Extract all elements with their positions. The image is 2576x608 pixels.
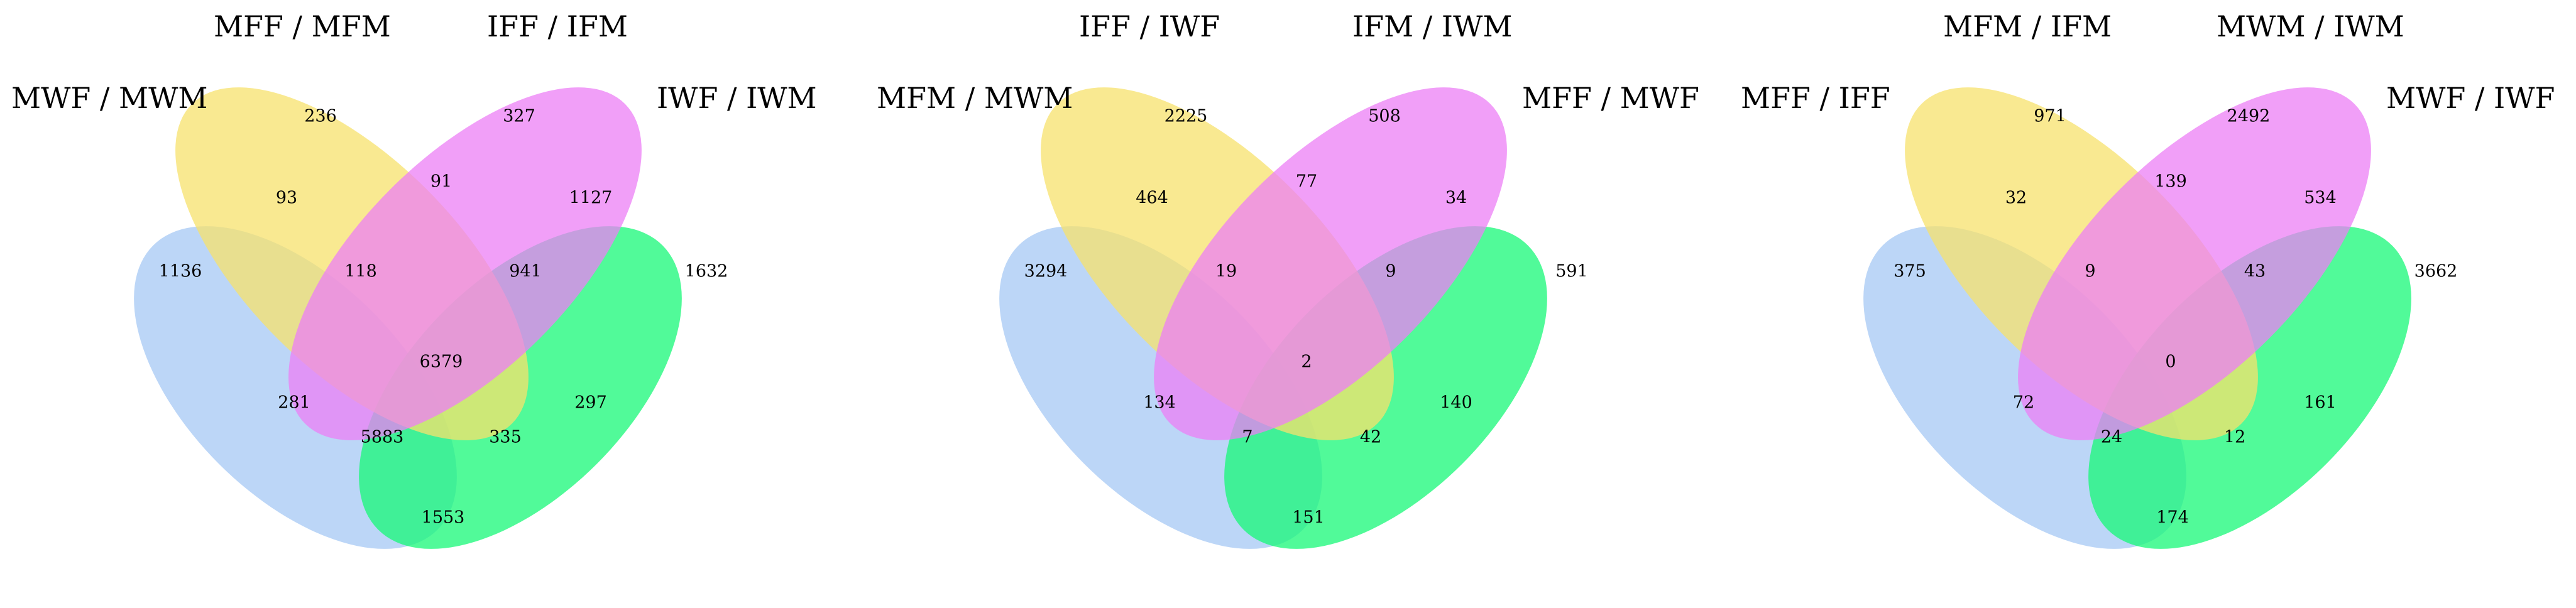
region-count-blue-only: 3294: [1024, 262, 1068, 281]
region-count-magenta-only: 327: [503, 107, 535, 126]
region-count-blue-magenta: 281: [278, 393, 310, 413]
region-count-blue-yellow: 32: [2005, 188, 2027, 208]
set-label-top-left: MFF / MFM: [214, 9, 391, 43]
region-count-magenta-green: 534: [2304, 188, 2337, 208]
region-count-yellow-only: 2225: [1165, 107, 1208, 126]
region-count-blue-magenta: 72: [2013, 393, 2034, 413]
region-count-yellow-magenta-green: 9: [1385, 262, 1396, 281]
region-count-yellow-green: 297: [574, 393, 607, 413]
set-ellipse-top-right: [288, 87, 642, 440]
region-count-magenta-green: 34: [1445, 188, 1467, 208]
set-ellipse-top-right: [1154, 87, 1507, 440]
region-count-yellow-green: 140: [1440, 393, 1472, 413]
set-label-right: IWF / IWM: [657, 81, 817, 115]
set-label-top-left: MFM / IFM: [1943, 9, 2112, 43]
set-ellipse-top-right: [2018, 87, 2371, 440]
region-count-blue-green: 1553: [422, 508, 465, 528]
region-count-yellow-magenta: 91: [430, 172, 452, 192]
region-count-all: 2: [1301, 352, 1312, 372]
region-count-blue-only: 375: [1894, 262, 1926, 281]
set-label-left: MFM / MWM: [877, 81, 1073, 115]
region-count-blue-yellow: 93: [276, 188, 297, 208]
region-count-yellow-magenta: 139: [2154, 172, 2187, 192]
region-count-magenta-only: 508: [1368, 107, 1401, 126]
set-label-top-right: IFM / IWM: [1352, 9, 1512, 43]
region-count-blue-green: 151: [1292, 508, 1325, 528]
region-count-blue-only: 1136: [159, 262, 202, 281]
region-count-green-only: 591: [1555, 262, 1588, 281]
region-count-magenta-only: 2492: [2227, 107, 2271, 126]
region-count-all: 6379: [420, 352, 463, 372]
venn-diagram-1: MWF / MWM MFF / MFM IFF / IFM IWF / IWM 1136…: [11, 9, 817, 549]
region-count-blue-yellow-magenta: 118: [344, 262, 377, 281]
region-count-yellow-magenta-green: 43: [2244, 262, 2266, 281]
region-count-green-only: 3662: [2414, 262, 2458, 281]
venn-diagram-3: MFF / IFF MFM / IFM MWM / IWM MWF / IWF 375 9…: [1741, 9, 2555, 549]
region-count-yellow-magenta-green: 941: [509, 262, 542, 281]
set-label-left: MFF / IFF: [1741, 81, 1890, 115]
region-count-blue-yellow-green: 42: [1360, 428, 1381, 447]
set-label-top-right: MWM / IWM: [2217, 9, 2404, 43]
region-count-blue-yellow-green: 12: [2224, 428, 2245, 447]
region-count-blue-green: 174: [2156, 508, 2189, 528]
region-count-yellow-magenta: 77: [1296, 172, 1317, 192]
venn-diagram-2: MFM / MWM IFF / IWF IFM / IWM MFF / MWF 3294…: [877, 9, 1699, 549]
region-count-all: 0: [2165, 352, 2176, 372]
set-label-left: MWF / MWM: [11, 81, 208, 115]
set-label-top-left: IFF / IWF: [1079, 9, 1220, 43]
region-count-yellow-only: 971: [2034, 107, 2066, 126]
region-count-yellow-green: 161: [2304, 393, 2337, 413]
set-label-right: MFF / MWF: [1522, 81, 1699, 115]
region-count-green-only: 1632: [685, 262, 728, 281]
set-label-right: MWF / IWF: [2386, 81, 2555, 115]
region-count-blue-yellow-green: 335: [489, 428, 522, 447]
region-count-blue-magenta: 134: [1143, 393, 1176, 413]
region-count-yellow-only: 236: [304, 107, 337, 126]
region-count-blue-magenta-green: 24: [2101, 428, 2122, 447]
region-count-blue-yellow: 464: [1136, 188, 1168, 208]
set-label-top-right: IFF / IFM: [487, 9, 628, 43]
region-count-blue-magenta-green: 5883: [361, 428, 404, 447]
region-count-blue-yellow-magenta: 19: [1215, 262, 1237, 281]
region-count-blue-yellow-magenta: 9: [2085, 262, 2095, 281]
region-count-magenta-green: 1127: [569, 188, 613, 208]
region-count-blue-magenta-green: 7: [1242, 428, 1252, 447]
